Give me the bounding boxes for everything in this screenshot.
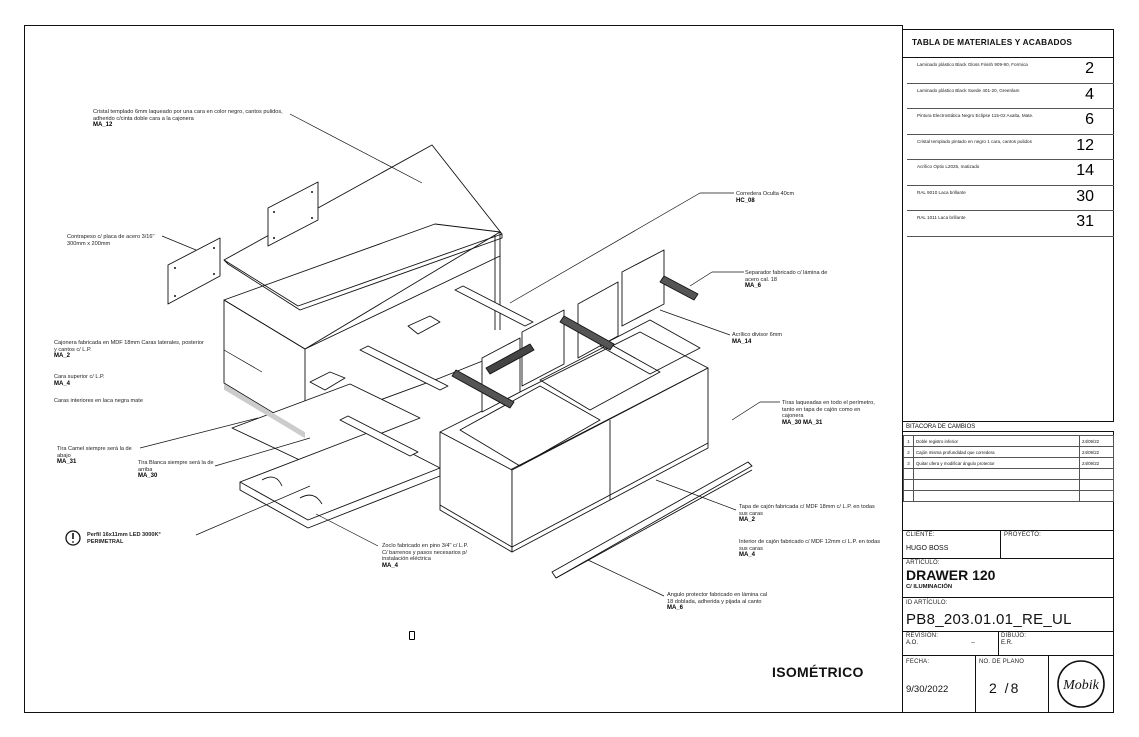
annotation-lacquer-strips: Tiras laqueadas en todo el perímetro, ta… [782, 400, 875, 426]
article-id-value: PB8_203.01.01_RE_UL [906, 611, 1072, 628]
article-label: ARTÍCULO: [906, 560, 940, 566]
view-title: ISOMÉTRICO [772, 664, 864, 680]
annotation-led-profile: Perfil 16x11mm LED 3000K° PERIMETRAL [87, 532, 161, 545]
materials-table: Laminado plástico Black Gloss Finish 909… [903, 58, 1114, 237]
changelog-number: 1 [903, 435, 914, 447]
company-logo: Mobik [1057, 660, 1105, 708]
changelog-row [903, 468, 1114, 480]
changelog-date: 24/09/22 [1079, 446, 1114, 458]
counterweight-plate-left [167, 237, 221, 305]
drawn-by-value: E.R. [1001, 640, 1013, 646]
client-label: CLIENTE: [906, 532, 935, 538]
annotation-cabinet: Cajonera fabricada en MDF 18mm Caras lat… [54, 340, 204, 360]
material-row: RAL 1011 Laca brillante 31 [907, 211, 1114, 237]
title-block: TABLA DE MATERIALES Y ACABADOS Laminado … [902, 25, 1114, 713]
material-desc: RAL 1011 Laca brillante [917, 215, 966, 220]
sheet-number-label: NO. DE PLANO [979, 659, 1025, 665]
revision-value: A.O. [906, 640, 919, 646]
changelog-title: BITACORA DE CAMBIOS [903, 421, 1114, 432]
material-row: Cristal templado pintado en negro 1 cara… [907, 135, 1114, 160]
article-value: DRAWER 120 [906, 567, 996, 583]
material-row: Laminado plástico Black Gloss Finish 909… [907, 58, 1114, 84]
counterweight-plate-right [267, 181, 319, 247]
changelog-row [903, 479, 1114, 491]
changelog-desc: Quitar ufera y modificar ángulo protecto… [913, 457, 1080, 469]
annotation-angle: Angulo protector fabricado en lámina cal… [667, 592, 768, 612]
changelog-number: 3 [903, 457, 914, 469]
annotation-counterweight: Contrapeso c/ placa de acero 3/16" 300mm… [67, 234, 155, 247]
material-code: 31 [1076, 213, 1094, 230]
changelog-desc: Doble registro inferior [913, 435, 1080, 447]
date-label: FECHA: [906, 659, 930, 665]
drawn-by-label: DIBUJO: [1001, 633, 1027, 639]
drawing-sheet [24, 25, 1114, 713]
material-desc: RAL 9010 Laca brillante [917, 189, 966, 195]
revision-label: REVISIÓN: [906, 633, 939, 639]
plinth [231, 383, 421, 464]
date-value: 9/30/2022 [906, 684, 949, 695]
article-subtitle: C/ ILUMINACIÓN [906, 584, 953, 590]
sheet-number-value: 2 /8 [989, 680, 1021, 696]
annotation-separator: Separador fabricado c/ lámina de acero c… [745, 270, 828, 290]
logo-text: Mobik [1062, 678, 1100, 693]
annotation-top-face: Cara superior c/ L.P.MA_4 [54, 374, 105, 387]
material-code: 4 [1085, 85, 1094, 103]
isometric-drawing [65, 113, 780, 597]
material-row: RAL 9010 Laca brillante 30 [907, 186, 1114, 211]
material-code: 12 [1076, 136, 1094, 154]
annotation-plinth: Zoclo fabricado en pino 3/4" c/ L.P. C/ … [382, 543, 469, 569]
revision-mark: -- [971, 640, 975, 646]
material-code: 30 [1076, 187, 1094, 205]
material-code: 2 [1085, 60, 1094, 77]
changelog-date: 24/09/22 [1079, 435, 1114, 447]
glass-top [223, 144, 503, 307]
article-id-label: ID ARTÍCULO: [906, 600, 948, 606]
client-value: HUGO BOSS [906, 545, 949, 552]
material-desc: Laminado plástico Black Gloss Finish 909… [917, 62, 1028, 67]
changelog-date: 24/09/22 [1079, 457, 1114, 469]
material-desc: Laminado plástico Black Suede 401-20, Gr… [917, 87, 1020, 93]
changelog-row [903, 490, 1114, 502]
material-row: Laminado plástico Black Suede 401-20, Gr… [907, 84, 1114, 109]
material-desc: Acrílico Optix L2025, matizado [917, 164, 980, 169]
angle-protector [551, 461, 753, 579]
materials-title: TABLA DE MATERIALES Y ACABADOS [903, 30, 1114, 58]
material-desc: Cristal templado pintado en negro 1 cara… [917, 138, 1032, 144]
material-code: 6 [1085, 111, 1094, 128]
material-row: Pintura Electrostática Negro Eclipse 115… [907, 109, 1114, 135]
warning-icon [65, 530, 81, 546]
changelog-desc: Cajón misma profundidad que corredera [913, 446, 1080, 458]
annotation-interior: Caras interiores en laca negra mate [54, 398, 143, 404]
cursor-icon [409, 631, 415, 640]
changelog-number: 2 [903, 446, 914, 458]
material-desc: Pintura Electrostática Negro Eclipse 115… [917, 113, 1034, 118]
material-code: 14 [1076, 162, 1094, 179]
annotation-drawer-interior: Interior de cajón fabricado c/ MDF 12mm … [739, 539, 881, 559]
annotation-drawer-front: Tapa de cajón fabricada c/ MDF 18mm c/ L… [739, 504, 875, 524]
material-row: Acrílico Optix L2025, matizado 14 [907, 160, 1114, 186]
glass-top-edge [223, 234, 503, 311]
project-label: PROYECTO: [1004, 532, 1042, 538]
annotation-glass: Cristal templado 6mm laqueado por una ca… [93, 109, 283, 129]
